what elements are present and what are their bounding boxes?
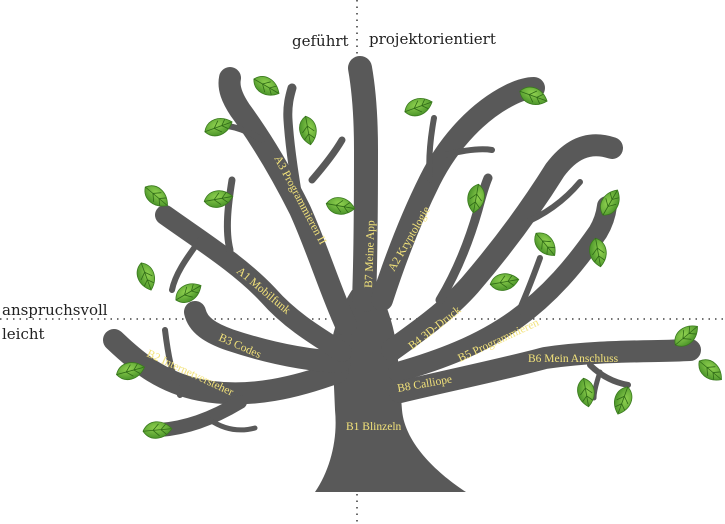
axis-label-guided: geführt <box>292 32 349 50</box>
leaf-icon <box>467 183 485 214</box>
branch-a1 <box>155 205 352 362</box>
leaf-icon <box>698 359 722 381</box>
leaf-icon <box>144 185 168 207</box>
leaf-icon <box>674 325 698 347</box>
label-a1: A1 Mobilfunk <box>234 265 293 317</box>
leaf-icon <box>203 190 234 208</box>
leaf-icon <box>204 118 233 137</box>
leaf-icon <box>589 237 607 268</box>
leaf-icon <box>404 98 433 117</box>
leaf-icon <box>534 232 556 256</box>
leaf-icon <box>142 421 173 439</box>
axis-label-demanding: anspruchsvoll <box>2 301 108 319</box>
branch-a3 <box>218 67 357 336</box>
branch-b7 <box>348 56 378 312</box>
branch-b4 <box>381 134 623 361</box>
leaf-icon <box>519 86 548 105</box>
leaf-icon <box>489 273 520 291</box>
leaf-icon <box>299 115 317 146</box>
branch-b6 <box>389 339 701 403</box>
tree <box>103 56 701 492</box>
leaf-icon <box>325 197 356 215</box>
branch-b3 <box>184 301 351 373</box>
leaf-icon <box>253 76 280 96</box>
axis-label-project-oriented: projektorientiert <box>369 30 496 48</box>
axis-label-easy: leicht <box>2 325 45 343</box>
leaf-icon <box>136 262 155 291</box>
branch-b2 <box>103 329 349 405</box>
label-b1: B1 Blinzeln <box>346 421 402 433</box>
leaf-icon <box>600 189 620 216</box>
label-b7: B7 Meine App <box>363 220 377 288</box>
leaves <box>116 76 722 439</box>
label-b6: B6 Mein Anschluss <box>528 353 619 365</box>
leaf-icon <box>577 377 595 408</box>
leaf-icon <box>175 283 202 303</box>
leaf-icon <box>116 362 145 381</box>
branch-b5 <box>388 196 617 382</box>
leaf-icon <box>614 386 633 415</box>
